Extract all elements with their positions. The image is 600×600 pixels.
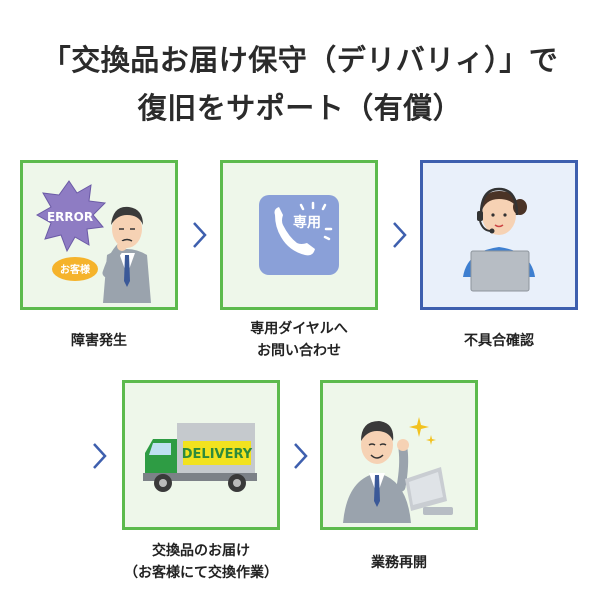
delivery-text: DELIVERY xyxy=(182,447,253,462)
chevron-right-icon xyxy=(193,222,207,248)
title-line-2: 復旧をサポート（有償） xyxy=(137,91,463,125)
chevron-right-icon xyxy=(393,222,407,248)
step-1-box: ERROR お客様 xyxy=(20,160,178,310)
businessman-icon xyxy=(343,417,453,523)
step-5-label: 業務再開 xyxy=(371,555,427,571)
dedicated-line-text: 専用 xyxy=(293,214,321,231)
step-5-box xyxy=(320,380,478,530)
step-4-box: DELIVERY xyxy=(122,380,280,530)
title-line-1: 「交換品お届け保守（デリバリィ）」で xyxy=(41,43,559,77)
chevron-right-icon xyxy=(93,443,107,469)
phone-icon: 専用 xyxy=(259,195,339,275)
truck-icon: DELIVERY xyxy=(143,423,257,492)
step-2-box: 専用 xyxy=(220,160,378,310)
step-2-label: 専用ダイヤルへ お問い合わせ xyxy=(220,318,378,362)
step-4-label: 交換品のお届け （お客様にて交換作業） xyxy=(112,540,290,584)
chevron-right-icon xyxy=(294,443,308,469)
step-4-label-line-2: （お客様にて交換作業） xyxy=(124,565,278,581)
step-3-box xyxy=(420,160,578,310)
error-text: ERROR xyxy=(47,210,93,224)
step-1-label: 障害発生 xyxy=(71,333,127,349)
step-3-label: 不具合確認 xyxy=(464,333,534,349)
step-4-label-line-1: 交換品のお届け xyxy=(152,543,250,559)
step-2-label-line-2: お問い合わせ xyxy=(257,343,341,359)
operator-icon xyxy=(463,187,535,292)
error-icon: ERROR お客様 xyxy=(35,180,151,303)
page-title: 「交換品お届け保守（デリバリィ）」で 復旧をサポート（有償） xyxy=(0,36,600,132)
customer-badge-text: お客様 xyxy=(60,263,91,276)
step-2-label-line-1: 専用ダイヤルへ xyxy=(250,321,348,337)
